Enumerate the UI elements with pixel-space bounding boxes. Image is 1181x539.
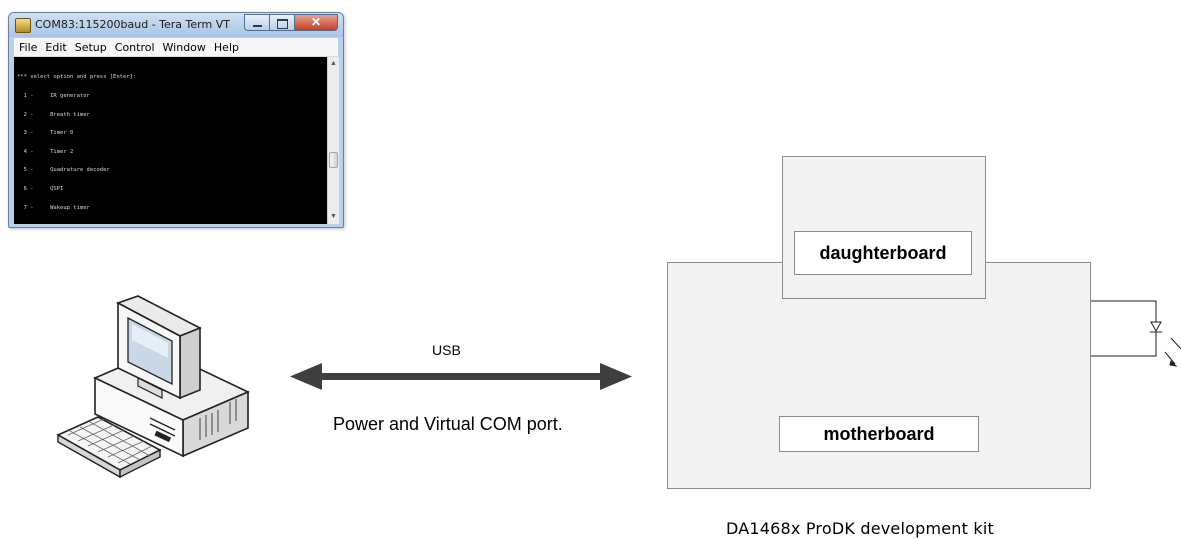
kit-caption: DA1468x ProDK development kit xyxy=(726,519,994,538)
terminal-screen[interactable]: *** select option and press [Enter]: 1 -… xyxy=(14,57,327,224)
link-description: Power and Virtual COM port. xyxy=(333,414,563,434)
scroll-up-icon[interactable]: ▲ xyxy=(330,60,337,67)
terminal-line: *** select option and press [Enter]: xyxy=(17,74,137,81)
daughterboard-box xyxy=(782,156,986,299)
tera-term-titlebar[interactable]: COM83:115200baud - Tera Term VT ✕ xyxy=(9,13,343,37)
terminal-line: 5 - Quadrature decoder xyxy=(17,167,110,174)
close-button[interactable]: ✕ xyxy=(295,14,338,31)
menu-help[interactable]: Help xyxy=(213,40,239,54)
menu-setup[interactable]: Setup xyxy=(74,40,107,54)
terminal-line: 1 - IR generator xyxy=(17,93,90,100)
daughterboard-label: daughterboard xyxy=(794,231,972,275)
menu-bar: File Edit Setup Control Window Help xyxy=(14,38,338,57)
led-icon xyxy=(1091,300,1181,367)
terminal-output: *** select option and press [Enter]: 1 -… xyxy=(17,62,136,224)
tera-term-app-icon xyxy=(15,18,31,33)
menu-file[interactable]: File xyxy=(19,40,38,54)
usb-label: USB xyxy=(432,342,461,358)
terminal-line: 6 - QSPI xyxy=(17,186,64,193)
terminal-line: 7 - Wakeup timer xyxy=(17,204,90,211)
terminal-scrollbar[interactable]: ▲ ▼ xyxy=(327,57,339,224)
window-controls: ✕ xyxy=(244,14,338,32)
usb-double-arrow xyxy=(290,363,632,390)
tera-term-window: COM83:115200baud - Tera Term VT ✕ File E… xyxy=(8,12,344,228)
scroll-thumb[interactable] xyxy=(329,152,338,168)
terminal-line: ==> xyxy=(17,223,136,224)
terminal-line: 4 - Timer 2 xyxy=(17,148,74,155)
scroll-down-icon[interactable]: ▼ xyxy=(330,213,337,220)
minimize-button[interactable] xyxy=(244,14,270,31)
computer-icon xyxy=(56,295,250,479)
menu-control[interactable]: Control xyxy=(114,40,155,54)
window-title: COM83:115200baud - Tera Term VT xyxy=(35,18,230,31)
maximize-button[interactable] xyxy=(270,14,295,31)
menu-window[interactable]: Window xyxy=(162,40,206,54)
motherboard-label: motherboard xyxy=(779,416,979,452)
terminal-line: 2 - Breath timer xyxy=(17,111,90,118)
menu-edit[interactable]: Edit xyxy=(45,40,67,54)
close-icon: ✕ xyxy=(310,15,322,29)
terminal-line: 3 - Timer 0 xyxy=(17,130,74,137)
